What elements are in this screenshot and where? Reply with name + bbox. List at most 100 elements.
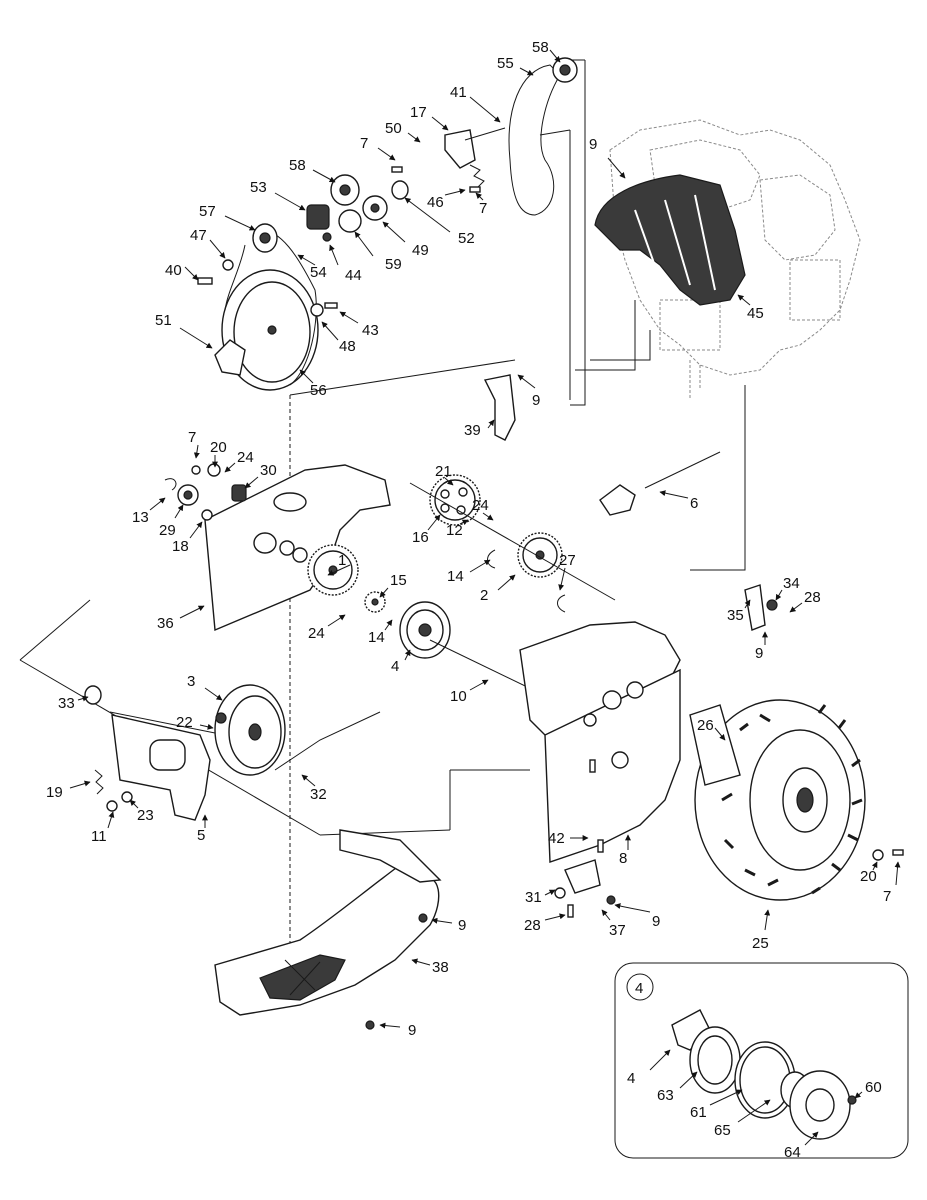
callout-label: 33 [58,695,75,712]
callout-leader [854,1091,863,1099]
callout-label: 54 [310,264,327,281]
callout-leader [558,567,566,591]
callout-label: 41 [450,84,467,101]
callout-label: 9 [755,645,763,662]
callout-leader [329,244,339,266]
callout-leader [327,614,346,627]
callout-label: 14 [368,629,385,646]
callout-leader [649,1049,671,1071]
callout-leader [297,254,316,266]
callout-label: 31 [525,889,542,906]
gear-part-1 [307,544,359,596]
callout-leader [377,147,396,161]
callout-label: 29 [159,522,176,539]
callout-leader [431,917,453,924]
callout-label: 35 [727,607,744,624]
callout-label: 16 [412,529,429,546]
callout-leader [775,589,783,601]
callout-label: 46 [427,194,444,211]
inset-box: 4 [614,962,909,1159]
callout-leader [544,913,566,921]
callout-label: 58 [289,157,306,174]
callout-label: 24 [308,625,325,642]
callout-label: 34 [783,575,800,592]
callout-label: 58 [532,39,549,56]
callout-leader [274,192,306,211]
hub-assembly [306,174,409,242]
callout-label: 25 [752,935,769,952]
callout-leader [427,514,441,531]
callout-label: 9 [589,136,597,153]
callout-leader [382,221,406,243]
callout-leader [129,799,139,809]
callout-label: 1 [338,552,346,569]
callout-leader [659,490,689,499]
callout-leader [444,188,466,196]
callout-leader [379,1022,401,1029]
callout-leader [475,192,484,201]
callout-label: 22 [176,714,193,731]
callout-label: 24 [472,497,489,514]
callout-label: 27 [559,552,576,569]
callout-label: 28 [524,917,541,934]
pulley-part-56 [214,223,319,391]
callout-label: 64 [784,1144,801,1161]
routing-lines [19,59,746,970]
callout-leader [487,419,495,429]
callout-label: 36 [157,615,174,632]
left-small-parts [164,463,247,521]
callout-label: 4 [627,1070,635,1087]
callout-leader [714,727,726,741]
bottom-bolts [365,759,904,1030]
small-bolts [197,166,481,317]
callout-leader [544,889,556,896]
callout-leader [497,574,516,591]
idler-part-58 [552,57,578,83]
callout-label: 21 [435,463,452,480]
callout-leader [601,909,611,921]
callout-leader [607,157,626,179]
callout-label: 65 [714,1122,731,1139]
callout-leader [149,497,166,511]
callout-label: 9 [408,1022,416,1039]
callout-label: 52 [458,230,475,247]
callout-leader [431,116,449,131]
callout-label: 53 [250,179,267,196]
callout-leader [459,519,469,526]
callout-leader [193,444,200,459]
callout-label: 30 [260,462,277,479]
callout-label: 61 [690,1104,707,1121]
callout-label: 38 [432,959,449,976]
callout-leader [204,687,223,701]
callout-label: 12 [446,522,463,539]
callout-label: 4 [391,658,399,675]
callout-leader [327,564,351,576]
shroud-part-45 [594,174,746,306]
callout-leader [209,239,226,259]
callout-label: 17 [410,104,427,121]
callout-leader [482,512,494,521]
callout-label: 6 [690,495,698,512]
callout-label: 9 [652,913,660,930]
callout-label: 26 [697,717,714,734]
callout-label: 23 [137,807,154,824]
callout-leader [737,1099,771,1123]
engine-outline [609,119,861,400]
callout-label: 55 [497,55,514,72]
callout-leader [69,780,91,789]
callout-leader [871,861,878,871]
pulley-part-3 [214,684,381,776]
skid-plate-part-38 [214,829,442,1016]
callout-label: 8 [619,850,627,867]
callout-label: 11 [91,828,107,845]
callout-label: 49 [412,242,429,259]
callout-label: 15 [390,572,407,589]
bracket-part-17 [444,127,506,188]
callout-leader [549,49,561,63]
inset-label: 4 [635,980,643,997]
callout-label: 43 [362,322,379,339]
callout-leader [184,266,199,281]
callout-leader [174,504,184,519]
callout-label: 40 [165,262,182,279]
